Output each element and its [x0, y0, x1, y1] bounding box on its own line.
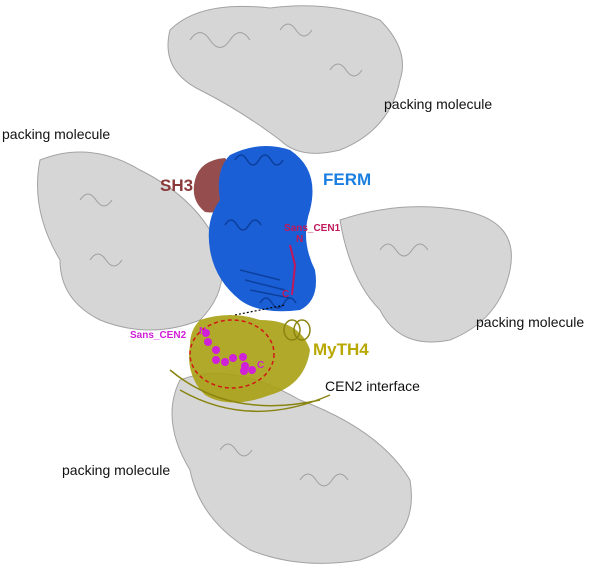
label-packing-molecule-left: packing molecule — [2, 126, 111, 142]
label-cen2-c: C — [257, 360, 265, 371]
packing-molecule-top — [167, 5, 403, 154]
label-myth4: MyTH4 — [313, 340, 369, 359]
label-cen2-n: N — [199, 326, 207, 337]
packing-molecule-bottom — [171, 372, 412, 564]
sans-cen2-residues — [202, 329, 256, 375]
label-sh3: SH3 — [160, 176, 194, 195]
label-sans-cen1: Sans_CEN1 — [284, 223, 341, 234]
label-cen1-n: N — [296, 234, 304, 245]
myth4-domain — [189, 315, 310, 403]
linker-dotted — [234, 304, 286, 316]
packing-molecule-right — [339, 206, 512, 343]
cen2-interface-ring — [189, 319, 275, 389]
label-cen2-interface: CEN2 interface — [325, 378, 420, 394]
packing-molecule-left — [37, 151, 223, 331]
label-packing-molecule-bottom: packing molecule — [62, 462, 171, 478]
label-packing-molecule-right: packing molecule — [476, 314, 585, 330]
label-sans-cen2: Sans_CEN2 — [130, 330, 187, 341]
label-cen1-c: C — [282, 289, 290, 300]
ferm-domain — [208, 146, 316, 312]
sans-cen1-segment — [289, 244, 297, 296]
label-ferm: FERM — [323, 170, 372, 189]
label-packing-molecule-top: packing molecule — [384, 96, 493, 112]
